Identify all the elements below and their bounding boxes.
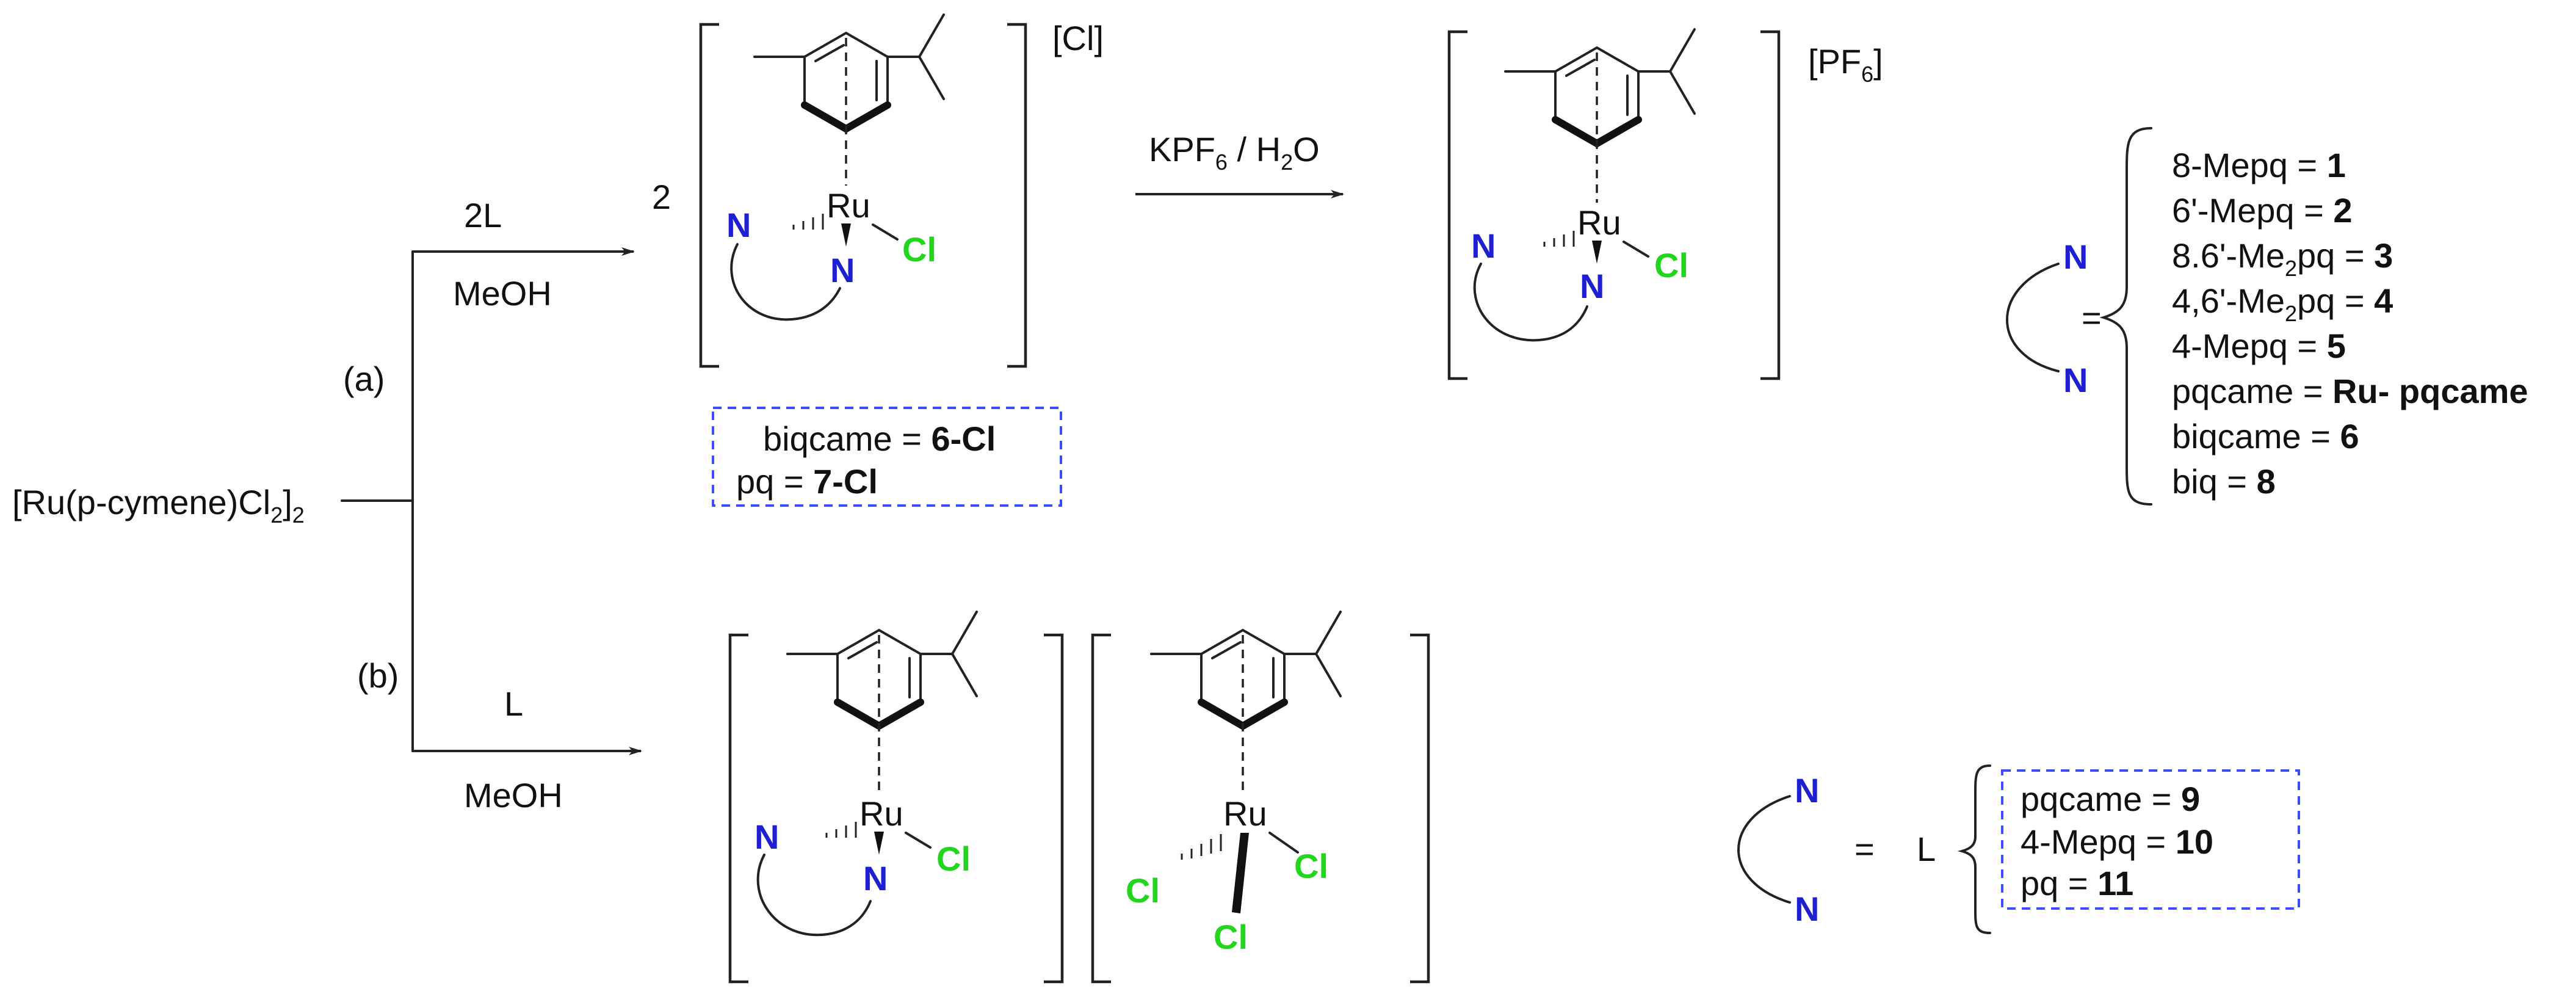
svg-text:Cl: Cl [1214,918,1248,956]
svg-text:Cl: Cl [1294,847,1328,885]
svg-text:N: N [1471,227,1496,265]
ligand-a-item: 4,6'-Me2pq = 4 [2172,281,2393,326]
ligand-b-item: 4-Mepq = 10 [2021,822,2213,861]
svg-text:Ru: Ru [827,186,870,225]
box-a-line-2: pq = 7-Cl [736,462,878,501]
box-a-line-1: biqcame = 6-Cl [763,419,996,458]
svg-text:Ru: Ru [859,794,903,833]
ligand-a-item: 6'-Mepq = 2 [2172,191,2353,230]
pf6-counterion: [PF6] [1808,42,1883,87]
svg-text:Cl: Cl [1654,246,1688,285]
ligand-b-box [2001,769,2300,910]
ligand-a-item: 4-Mepq = 5 [2172,327,2346,365]
svg-text:N: N [726,206,751,244]
ligand-b-list: pqcame = 9 4-Mepq = 10 pq = 11 [2021,780,2213,902]
exchange-reagent: KPF6 / H2O [1149,130,1320,175]
ligand-b-equals: = [1854,830,1875,868]
product-b1-bracket-right [1044,633,1064,984]
svg-text:N: N [1795,771,1819,810]
stoich-coefficient: 2 [652,178,671,216]
product-b2-complex: Ru Cl Cl Cl [1126,612,1340,956]
route-a-reagent-bottom: MeOH [453,274,552,313]
product-a-bracket-right [1007,23,1027,368]
svg-text:N: N [2063,361,2088,399]
product-a-counterion-box [712,407,1062,507]
svg-text:Cl: Cl [902,230,936,269]
ligand-a-item: 8-Mepq = 1 [2172,146,2346,184]
svg-text:[Ru(p-cymene)Cl2]2: [Ru(p-cymene)Cl2]2 [12,483,305,528]
ligand-a-item: 8.6'-Me2pq = 3 [2172,236,2393,281]
svg-text:N: N [2063,238,2088,276]
svg-text:Ru: Ru [1223,794,1267,833]
svg-text:Cl: Cl [936,840,971,878]
svg-text:N: N [1580,267,1604,305]
svg-text:Cl: Cl [1126,871,1160,910]
reactant-formula: [Ru(p-cymene)Cl2]2 [12,483,305,528]
route-a-label: (a) [343,360,385,398]
product-b2-bracket-right [1410,633,1430,984]
ligand-a-equals: = [2082,299,2102,337]
ligand-a-chelate: N N [2006,238,2088,399]
pf6-bracket-left [1447,30,1467,380]
route-b-label: (b) [357,656,399,695]
pf6-complex: Ru N N Cl [1471,29,1695,342]
route-b-reagent-bottom: MeOH [464,776,563,815]
ligand-b-item: pq = 11 [2021,864,2133,902]
product-a-complex: Ru N N Cl [726,15,944,321]
ligand-b-brace [1957,764,1991,934]
product-a-bracket-left [699,23,719,368]
product-b1-bracket-left [728,633,748,984]
svg-text:N: N [830,251,855,289]
product-b1-complex: Ru N N Cl [754,612,977,937]
ligand-a-item: biq = 8 [2172,462,2276,501]
svg-text:N: N [863,859,888,898]
ligand-a-item: biqcame = 6 [2172,417,2359,455]
ligand-a-list: 8-Mepq = 1 6'-Mepq = 2 8.6'-Me2pq = 3 4,… [2172,146,2528,501]
product-a-counterion: [Cl] [1052,19,1104,57]
ligand-b-chelate: N N [1737,771,1819,928]
ligand-a-brace [2099,127,2152,506]
svg-text:N: N [754,818,779,856]
route-a-reagent-top: 2L [464,196,502,234]
route-b-reagent-top: L [504,684,523,723]
svg-text:N: N [1795,890,1819,928]
product-b2-bracket-left [1091,633,1111,984]
ligand-b-L: L [1917,830,1936,868]
ligand-b-item: pqcame = 9 [2021,780,2200,818]
svg-text:Ru: Ru [1577,203,1621,242]
ligand-a-item: pqcame = Ru- pqcame [2172,372,2528,410]
pf6-bracket-right [1760,30,1781,380]
